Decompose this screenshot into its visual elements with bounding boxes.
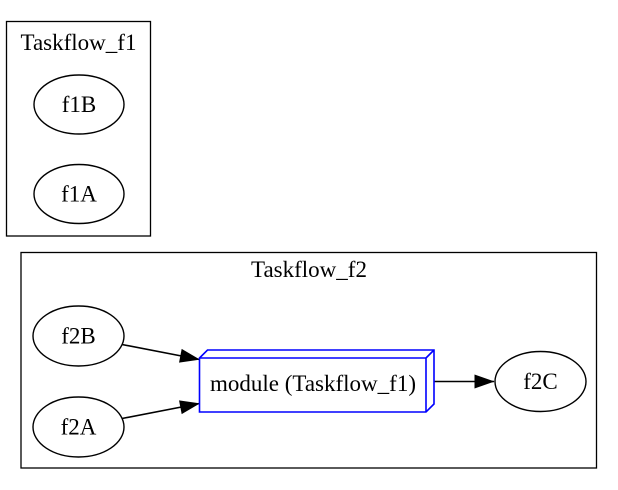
node-module-box3d-depth-lines (199, 349, 435, 412)
node-f1b: f1B (33, 74, 125, 135)
node-f1a-shape (33, 163, 125, 225)
node-f1a-label: f1A (61, 182, 97, 207)
node-f1b-shape (33, 74, 125, 135)
node-f2a-label: f2A (61, 415, 97, 440)
node-f2c: f2C (494, 350, 587, 413)
node-f2c-label: f2C (523, 369, 558, 394)
node-f2b-shape (32, 305, 125, 367)
node-f2b: f2B (32, 305, 125, 367)
cluster-taskflow-f2-title: Taskflow_f2 (251, 257, 367, 282)
node-module-label: module (Taskflow_f1) (210, 371, 416, 396)
node-f2b-label: f2B (61, 324, 96, 349)
node-f2a: f2A (32, 396, 125, 458)
cluster-taskflow-f2-border (20, 251, 598, 469)
edge-f2b-to-module (121, 343, 200, 363)
node-module-box3d-outline (198, 349, 435, 413)
edges (121, 343, 495, 420)
cluster-taskflow-f1: Taskflow_f1 f1B f1A (5, 20, 152, 237)
node-module-taskflow-f1: module (Taskflow_f1) (198, 349, 435, 413)
cluster-taskflow-f1-border (5, 20, 152, 237)
node-f2c-shape (494, 350, 587, 413)
cluster-taskflow-f2: Taskflow_f2 f2B f2A module (Taskflow_f1) (20, 251, 598, 469)
node-f2a-shape (32, 396, 125, 458)
node-f1a: f1A (33, 163, 125, 225)
node-f1b-label: f1B (62, 92, 97, 117)
cluster-taskflow-f1-title: Taskflow_f1 (21, 30, 137, 55)
edge-f2a-to-module (121, 400, 200, 420)
